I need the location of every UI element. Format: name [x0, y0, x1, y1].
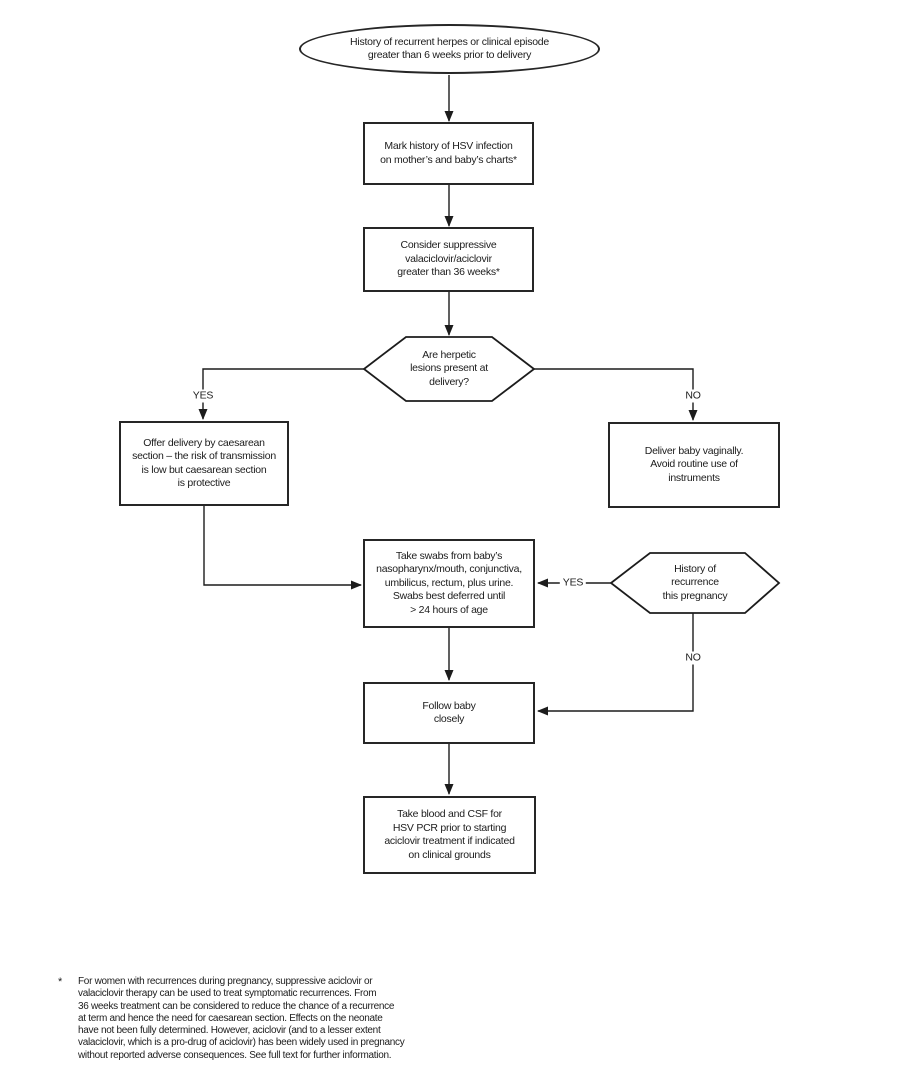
node-caesarean: Offer delivery by caesarean section – th… — [119, 421, 289, 506]
decision-hexagon-lesions — [362, 336, 536, 402]
node-vaginal-delivery-text: Deliver baby vaginally. Avoid routine us… — [644, 444, 744, 484]
connector-lesions-no-to-vaginal — [534, 368, 698, 421]
decision-recurrence-text: History of recurrence this pregnancy — [662, 562, 728, 602]
node-blood-csf: Take blood and CSF for HSV PCR prior to … — [363, 796, 536, 874]
node-mark-history-text: Mark history of HSV infection on mother’… — [380, 140, 517, 166]
node-swabs-text: Take swabs from baby’s nasopharynx/mouth… — [376, 549, 522, 616]
node-suppressive-therapy: Consider suppressive valaciclovir/aciclo… — [363, 227, 534, 292]
footnote-text: For women with recurrences during pregna… — [78, 976, 405, 1061]
node-caesarean-text: Offer delivery by caesarean section – th… — [132, 436, 276, 490]
connector-recurrence-no-to-follow-baby — [537, 613, 694, 716]
node-swabs: Take swabs from baby’s nasopharynx/mouth… — [363, 539, 535, 628]
start-ellipse-text: History of recurrent herpes or clinical … — [350, 35, 549, 62]
label-recurrence-yes: YES — [559, 576, 587, 590]
label-recurrence-no: NO — [682, 651, 704, 665]
node-blood-csf-text: Take blood and CSF for HSV PCR prior to … — [384, 808, 515, 861]
node-follow-baby-text: Follow baby closely — [422, 699, 476, 726]
node-vaginal-delivery: Deliver baby vaginally. Avoid routine us… — [608, 422, 780, 508]
connector-lesions-yes-to-caesarean — [198, 368, 364, 420]
decision-lesions-text: Are herpetic lesions present at delivery… — [410, 348, 488, 388]
node-suppressive-therapy-text: Consider suppressive valaciclovir/aciclo… — [397, 239, 500, 279]
label-lesions-no: NO — [682, 389, 704, 403]
decision-hexagon-recurrence — [609, 552, 781, 614]
footnote-marker: * — [58, 976, 63, 988]
connector-caesarean-to-swabs — [203, 506, 362, 590]
decision-lesions: Are herpetic lesions present at delivery… — [380, 340, 518, 398]
footnote: * For women with recurrences during preg… — [58, 976, 405, 1062]
decision-recurrence: History of recurrence this pregnancy — [630, 556, 760, 610]
node-mark-history: Mark history of HSV infection on mother’… — [363, 122, 534, 185]
node-follow-baby: Follow baby closely — [363, 682, 535, 744]
label-lesions-yes: YES — [189, 389, 217, 403]
start-ellipse: History of recurrent herpes or clinical … — [299, 24, 600, 74]
